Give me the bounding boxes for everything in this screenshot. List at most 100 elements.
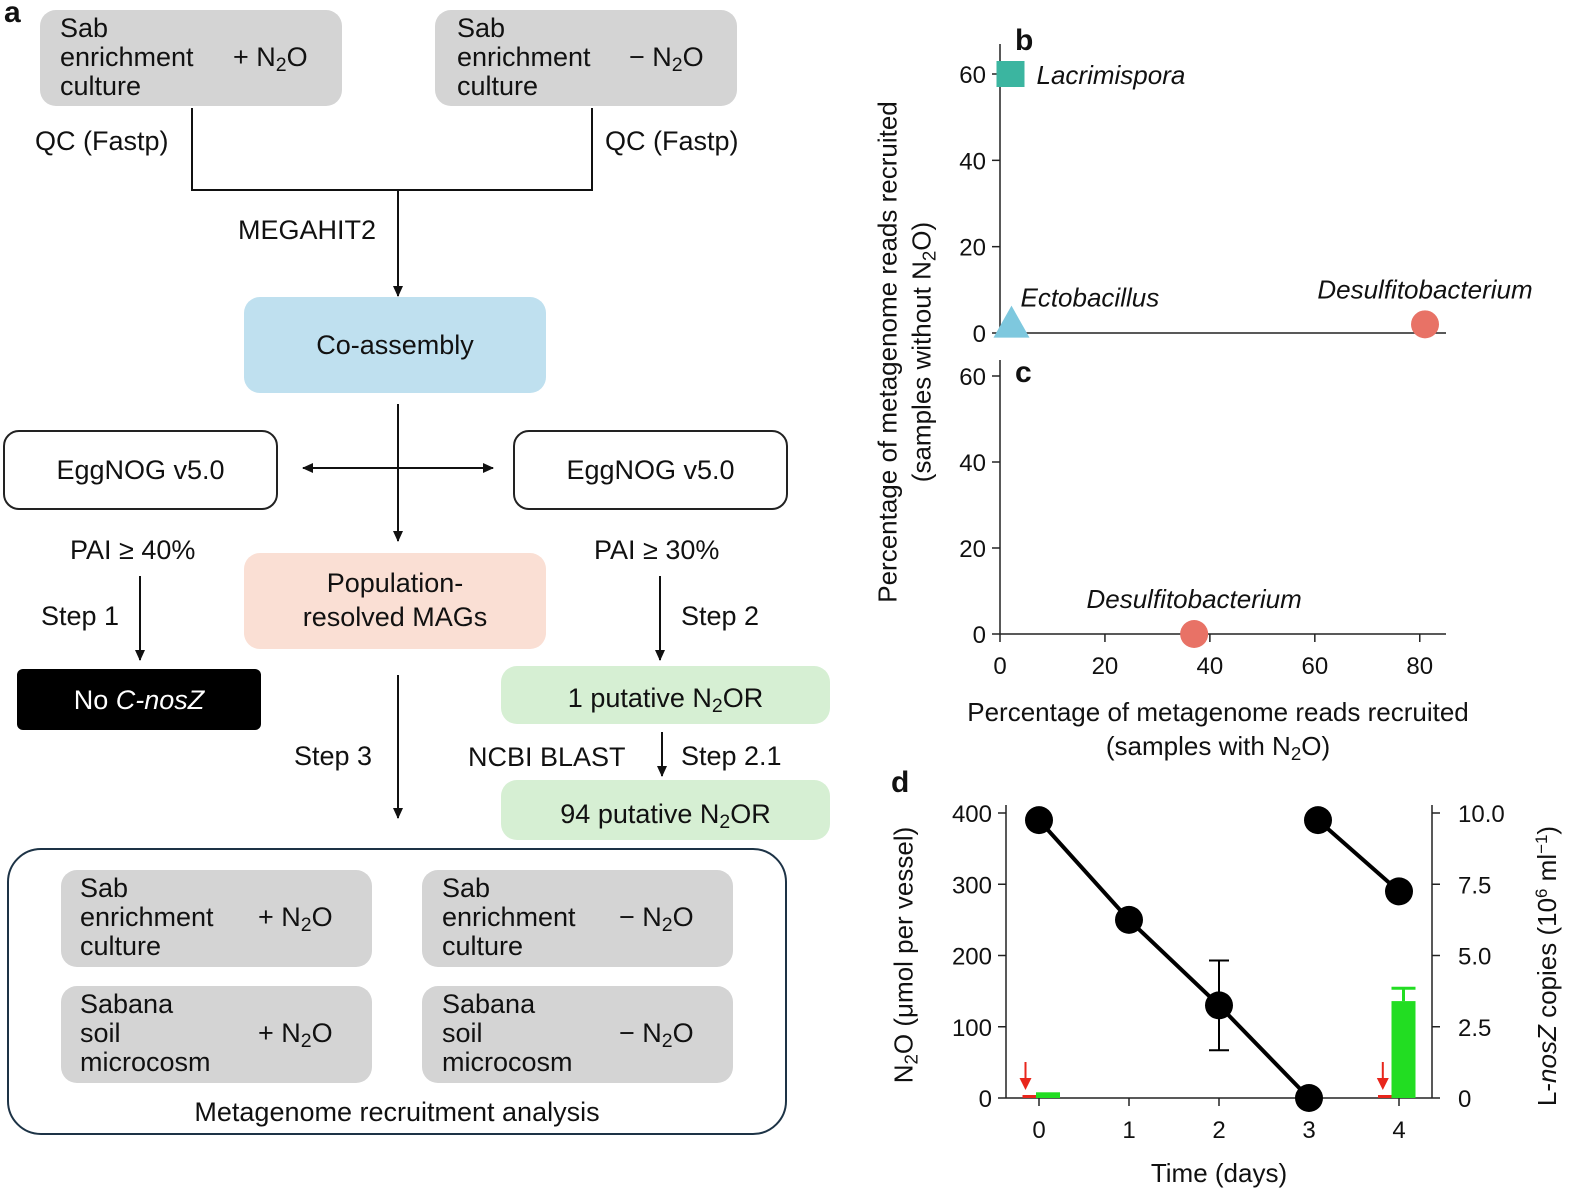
recruit-sample-1: Sab enrichment culture + N2O: [61, 870, 372, 967]
eggnog-right-box: EggNOG v5.0: [513, 430, 788, 510]
assembler-label: MEGAHIT2: [238, 215, 377, 245]
y-right-tick-label: 2.5: [1458, 1015, 1491, 1042]
green-bar: [1391, 1001, 1416, 1098]
n2o-point: [1205, 991, 1233, 1020]
x-tick-label: 3: [1302, 1117, 1315, 1144]
y-tick-label: 20: [959, 235, 986, 262]
step3-label: Step 3: [294, 741, 373, 771]
point-label: Lacrimispora: [1036, 60, 1185, 90]
red-bar: [1022, 1095, 1047, 1098]
sample-line: microcosm: [80, 1047, 211, 1077]
treatment-label: + N2O: [258, 902, 333, 937]
green-bar: [1036, 1092, 1060, 1098]
sample-line: Sab: [60, 13, 109, 43]
putative-94-label: 94 putative N2OR: [560, 799, 771, 834]
treatment-label: − N2O: [619, 902, 694, 937]
mags-line-1: Population-: [326, 568, 464, 598]
n2o-point: [1295, 1084, 1323, 1112]
x-tick-label: 80: [1406, 653, 1433, 680]
x-tick-label: 0: [1032, 1117, 1045, 1144]
putative-94-box: 94 putative N2OR: [501, 780, 830, 840]
panel-d-label: d: [891, 766, 910, 799]
y-tick-label: 0: [973, 321, 986, 348]
eggnog-right-label: EggNOG v5.0: [566, 455, 735, 485]
sample-line: culture: [442, 931, 524, 961]
y-right-tick-label: 10.0: [1458, 801, 1505, 828]
n2o-point: [1025, 806, 1053, 835]
recruit-sample-4: Sabana soil microcosm − N2O: [422, 986, 733, 1083]
sample-line: culture: [60, 71, 142, 101]
y-tick-label: 200: [952, 944, 992, 971]
red-bar: [1378, 1095, 1402, 1098]
n2o-point: [1115, 905, 1143, 934]
point-label: Ectobacillus: [1020, 283, 1159, 313]
y-tick-label: 100: [952, 1015, 992, 1042]
sample-line: enrichment: [80, 902, 214, 932]
pai-left-label: PAI ≥ 40%: [70, 535, 196, 565]
point-desulfitobacterium: [1180, 620, 1209, 648]
sample-line: enrichment: [60, 42, 194, 72]
step1-label: Step 1: [41, 601, 120, 631]
d-ylabel-left: N2O (μmol per vessel): [888, 826, 922, 1084]
treatment-label: − N2O: [629, 42, 704, 77]
x-tick-label: 1: [1122, 1117, 1135, 1144]
sample-line: enrichment: [457, 42, 591, 72]
point-desulfitobacterium: [1411, 310, 1440, 339]
panel-b-label: b: [1015, 24, 1034, 57]
panel-c-label: c: [1015, 356, 1032, 389]
n2o-line-2: [1316, 818, 1401, 893]
point-label: Desulfitobacterium: [1086, 584, 1301, 614]
recruit-sample-3: Sabana soil microcosm + N2O: [61, 986, 372, 1083]
sample-line: Sab: [457, 13, 506, 43]
mags-box: Population- resolved MAGs: [244, 553, 546, 649]
qc-right-label: QC (Fastp): [605, 126, 739, 156]
pai-right-label: PAI ≥ 30%: [594, 535, 720, 565]
n2o-point: [1304, 806, 1332, 835]
step2-label: Step 2: [681, 601, 760, 631]
red-arrow-head: [1376, 1078, 1389, 1090]
sample-line: Sab: [80, 873, 129, 903]
eggnog-left-box: EggNOG v5.0: [3, 430, 278, 510]
top-sample-left-box: Sab enrichment culture + N2O: [40, 10, 342, 106]
panel-a-label: a: [4, 0, 21, 29]
sample-line: culture: [80, 931, 162, 961]
y-tick-label: 40: [959, 450, 986, 477]
bc-xlabel: Percentage of metagenome reads recruited…: [967, 697, 1469, 765]
x-tick-label: 4: [1392, 1117, 1405, 1144]
y-tick-label: 40: [959, 148, 986, 175]
putative-1-box: 1 putative N2OR: [501, 666, 830, 724]
putative-1-label: 1 putative N2OR: [567, 683, 764, 718]
coassembly-label: Co-assembly: [316, 330, 474, 360]
x-tick-label: 60: [1301, 653, 1328, 680]
red-arrow-head: [1019, 1078, 1032, 1090]
sample-line: culture: [457, 71, 539, 101]
mags-line-2: resolved MAGs: [302, 602, 488, 632]
y-tick-label: 60: [959, 364, 986, 391]
y-tick-label: 400: [952, 801, 992, 828]
sample-line: soil: [442, 1018, 483, 1048]
d-xlabel: Time (days): [1151, 1158, 1287, 1188]
no-nosz-box: No C-nosZ: [17, 669, 261, 730]
y-right-tick-label: 7.5: [1458, 872, 1491, 899]
y-tick-label: 300: [952, 872, 992, 899]
y-tick-label: 60: [959, 62, 986, 89]
x-tick-label: 40: [1197, 653, 1224, 680]
x-tick-label: 0: [993, 653, 1006, 680]
x-tick-label: 20: [1092, 653, 1119, 680]
step21-label: Step 2.1: [681, 741, 782, 771]
y-tick-label: 20: [959, 536, 986, 563]
x-tick-label: 2: [1212, 1117, 1225, 1144]
point-lacrimispora: [996, 61, 1025, 87]
point-ectobacillus: [993, 305, 1030, 338]
y-right-tick-label: 0: [1458, 1086, 1471, 1113]
sample-line: Sabana: [442, 989, 536, 1019]
sample-line: soil: [80, 1018, 121, 1048]
top-sample-right-box: Sab enrichment culture − N2O: [435, 10, 737, 106]
treatment-label: + N2O: [233, 42, 308, 77]
blast-label: NCBI BLAST: [468, 742, 626, 772]
treatment-label: + N2O: [258, 1018, 333, 1053]
y-right-tick-label: 5.0: [1458, 944, 1491, 971]
n2o-line-1: [1037, 818, 1311, 1100]
recruit-title: Metagenome recruitment analysis: [194, 1097, 600, 1127]
